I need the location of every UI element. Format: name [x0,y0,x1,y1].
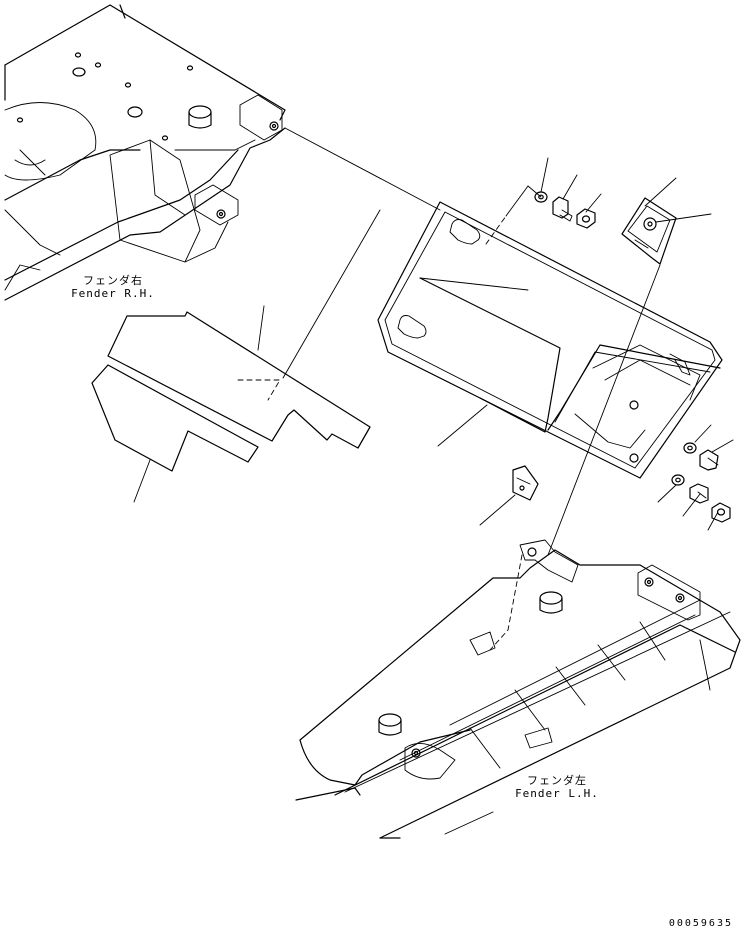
cover-plate [377,201,723,479]
fender-rh-label-en: Fender R.H. [71,287,155,300]
bolt-top [552,196,573,222]
fender-lh-label-jp: フェンダ左 [527,774,587,787]
bolt-right [699,449,719,471]
drawing-number: 00059635 [668,918,733,929]
clip [512,465,539,501]
nut-right [711,502,731,523]
fender-lh [295,539,741,839]
washer-right-2 [671,474,685,486]
alignment-lines [237,127,661,651]
bolt-right-2 [689,483,709,504]
gasket-bottom [91,364,259,472]
fender-lh-label: フェンダ左 Fender L.H. [502,774,612,800]
bracket [621,197,677,265]
gasket-top [107,311,371,449]
washer-right-1 [683,442,697,454]
fender-rh-label-jp: フェンダ右 [83,274,143,287]
callout-leaders [133,157,734,835]
nut-top [576,208,596,229]
fender-rh-label: フェンダ右 Fender R.H. [58,274,168,300]
fender-rh [4,4,286,301]
fender-lh-label-en: Fender L.H. [515,787,599,800]
